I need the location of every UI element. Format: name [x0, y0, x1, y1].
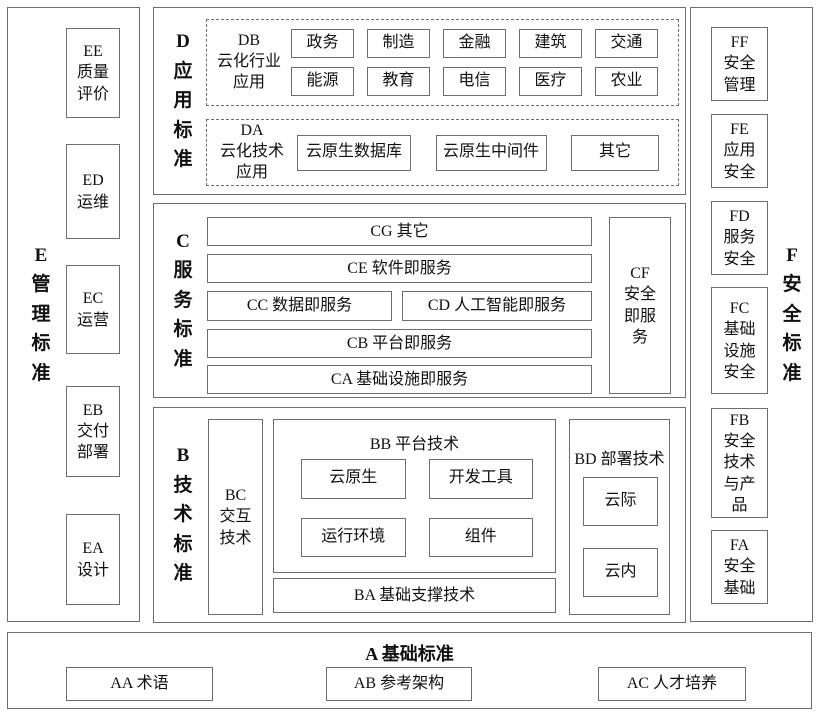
section-c-service: C 服 务 标 准 CG 其它 CE 软件即服务 CC 数据即服务 CD 人工智…: [153, 203, 686, 398]
da-items: 云原生数据库 云原生中间件 其它: [297, 120, 659, 185]
section-f-security: FF 安全 管理 FE 应用 安全 FD 服务 安全 FC 基础 设施 安全 F…: [690, 7, 813, 622]
box-da-other: 其它: [571, 134, 659, 171]
db-industry-grid: 政务 制造 金融 建筑 交通 能源 教育 电信 医疗 农业: [291, 29, 658, 96]
section-a-title: A 基础标准: [365, 644, 454, 664]
box-fe-application-security: FE 应用 安全: [711, 114, 768, 188]
box-industry-construction: 建筑: [519, 29, 582, 58]
box-cloud-native-middleware: 云原生中间件: [435, 134, 547, 171]
box-industry-agriculture: 农业: [595, 67, 658, 96]
box-cb-paas: CB 平台即服务: [207, 329, 592, 358]
box-ce-saas: CE 软件即服务: [207, 254, 592, 283]
bb-grid: 云原生 开发工具 运行环境 组件: [301, 459, 533, 557]
box-ee-quality-evaluation: EE 质量 评价: [66, 28, 120, 118]
section-d-application: D 应 用 标 准 DB 云化行业 应用 政务 制造 金融 建筑 交通 能源 教…: [153, 7, 686, 195]
box-cf-secaas: CF 安全 即服 务: [609, 217, 671, 394]
box-cloud-native-database: 云原生数据库: [297, 134, 411, 171]
box-aa-terminology: AA 术语: [66, 667, 213, 701]
group-db-cloud-industry-applications: DB 云化行业 应用 政务 制造 金融 建筑 交通 能源 教育 电信 医疗 农业: [206, 19, 679, 106]
box-ec-operation: EC 运营: [66, 265, 120, 354]
box-ca-iaas: CA 基础设施即服务: [207, 365, 592, 394]
group-bd-deployment-technology: BD 部署技术 云际 云内: [569, 419, 670, 615]
box-fc-infrastructure-security: FC 基础 设施 安全: [711, 287, 768, 394]
section-a-basic: A 基础标准 AA 术语 AB 参考架构 AC 人才培养: [7, 632, 812, 709]
group-bd-title: BD 部署技术: [574, 451, 665, 468]
box-industry-energy: 能源: [291, 67, 354, 96]
group-da-label: DA 云化技术 应用: [219, 122, 284, 181]
box-fb-security-technology-products: FB 安全 技术 与产 品: [711, 408, 768, 518]
box-ed-operations-maintenance: ED 运维: [66, 144, 120, 239]
box-development-tools: 开发工具: [428, 459, 533, 499]
box-fd-service-security: FD 服务 安全: [711, 201, 768, 275]
group-bb-platform-technology: BB 平台技术 云原生 开发工具 运行环境 组件: [273, 419, 556, 573]
box-ac-talent-training: AC 人才培养: [598, 667, 746, 701]
box-bc-interaction-technology: BC 交互 技术: [208, 419, 263, 615]
section-b-label: B 技 术 标 准: [173, 445, 193, 585]
box-eb-delivery-deployment: EB 交付 部署: [66, 386, 120, 477]
section-b-technology: B 技 术 标 准 BC 交互 技术 BB 平台技术 云原生 开发工具 运行环境…: [153, 407, 686, 623]
box-cd-aiaas: CD 人工智能即服务: [402, 291, 592, 321]
section-d-label: D 应 用 标 准: [173, 31, 193, 171]
box-fa-security-foundation: FA 安全 基础: [711, 530, 768, 604]
box-industry-manufacturing: 制造: [367, 29, 430, 58]
box-industry-finance: 金融: [443, 29, 506, 58]
section-e-label: E 管 理 标 准: [31, 244, 51, 384]
box-industry-telecom: 电信: [443, 67, 506, 96]
group-da-cloud-technology-applications: DA 云化技术 应用 云原生数据库 云原生中间件 其它: [206, 119, 679, 186]
box-ba-basic-support-technology: BA 基础支撑技术: [273, 578, 556, 613]
box-inter-cloud: 云际: [583, 477, 658, 526]
box-cc-daas: CC 数据即服务: [207, 291, 392, 321]
box-cloud-native: 云原生: [301, 459, 406, 499]
group-bb-title: BB 平台技术: [369, 436, 460, 453]
box-industry-government: 政务: [291, 29, 354, 58]
section-c-label: C 服 务 标 准: [173, 230, 193, 370]
group-db-label: DB 云化行业 应用: [216, 32, 281, 91]
box-industry-education: 教育: [367, 67, 430, 96]
box-industry-healthcare: 医疗: [519, 67, 582, 96]
box-runtime-environment: 运行环境: [301, 517, 406, 557]
box-ea-design: EA 设计: [66, 514, 120, 605]
box-ff-security-management: FF 安全 管理: [711, 27, 768, 101]
box-intra-cloud: 云内: [583, 548, 658, 597]
box-components: 组件: [428, 517, 533, 557]
section-f-label: F 安 全 标 准: [782, 244, 802, 384]
box-industry-transportation: 交通: [595, 29, 658, 58]
box-ab-reference-architecture: AB 参考架构: [326, 667, 472, 701]
box-cg-other: CG 其它: [207, 217, 592, 246]
section-e-management: E 管 理 标 准 EE 质量 评价 ED 运维 EC 运营 EB 交付 部署 …: [7, 7, 140, 622]
